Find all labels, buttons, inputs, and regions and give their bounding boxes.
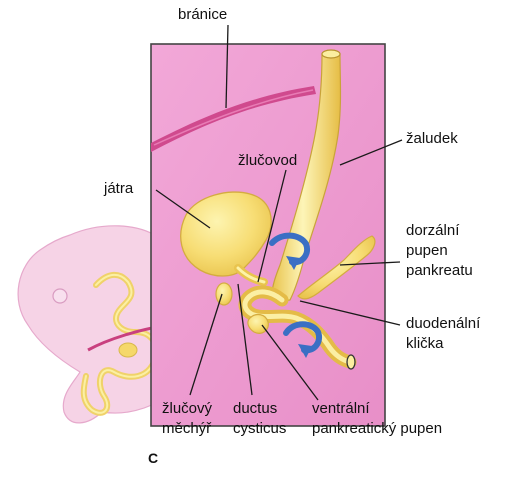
label-ventral-bud-2: pankreatický pupen [312, 420, 442, 437]
label-diaphragm: bránice [178, 6, 227, 23]
label-liver: játra [104, 180, 133, 197]
panel-letter: C [148, 450, 158, 467]
gallbladder [216, 283, 232, 305]
label-dorsal-bud-1: dorzální [406, 222, 459, 239]
label-cystic-duct-2: cysticus [233, 420, 286, 437]
label-cystic-duct-1: ductus [233, 400, 277, 417]
embryo-liver [119, 343, 137, 357]
duodenum-opening [347, 355, 355, 369]
label-gallbladder-1: žlučový [162, 400, 212, 417]
label-ventral-bud-1: ventrální [312, 400, 370, 417]
label-dorsal-bud-2: pupen [406, 242, 448, 259]
embryo-eye [53, 289, 67, 303]
label-duodenal-loop-2: klička [406, 335, 444, 352]
label-dorsal-bud-3: pankreatu [406, 262, 473, 279]
label-duodenal-loop-1: duodenální [406, 315, 480, 332]
label-bile-duct: žlučovod [238, 152, 297, 169]
embryo-body [18, 226, 162, 423]
label-stomach: žaludek [406, 130, 458, 147]
embryo-silhouette [18, 226, 162, 423]
label-gallbladder-2: měchýř [162, 420, 211, 437]
stomach-opening [322, 50, 340, 58]
